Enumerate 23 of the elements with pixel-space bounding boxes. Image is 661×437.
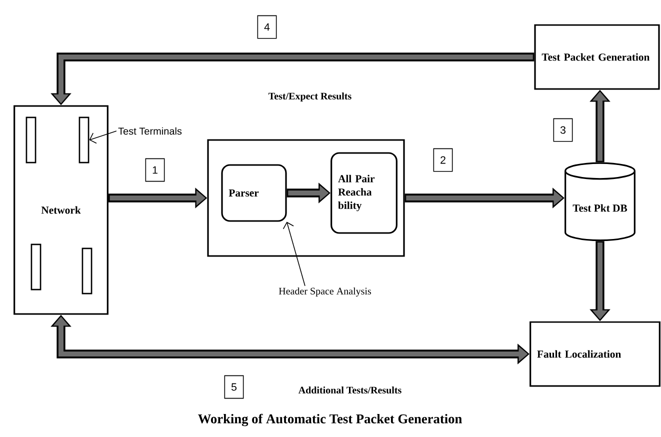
terminal-bar — [26, 116, 36, 164]
process-box: Test Packet Generation — [534, 24, 660, 90]
callout-number: 5 — [224, 375, 244, 399]
process-box: Parser — [221, 164, 287, 222]
terminal-bar — [78, 116, 90, 164]
callout-number: 4 — [257, 15, 277, 39]
terminal-bar — [82, 248, 92, 294]
callout-text: Test Terminals — [118, 127, 182, 135]
leader-line — [282, 222, 306, 286]
caption: Working of Automatic Test Packet Generation — [198, 414, 462, 426]
leader-line — [89, 130, 117, 144]
callout-number: 3 — [553, 118, 573, 142]
network-box: Network — [14, 105, 108, 315]
callout-number: 1 — [145, 158, 165, 182]
analysis-box — [207, 139, 405, 257]
terminal-bar — [30, 244, 42, 290]
database-cylinder: Test Pkt DB — [564, 162, 636, 242]
callout-text: Header Space Analysis — [278, 287, 372, 297]
flow-label: Additional Tests/Results — [298, 386, 402, 394]
process-box: Fault Localization — [530, 321, 660, 387]
flow-label: Test/Expect Results — [268, 92, 352, 102]
callout-number: 2 — [433, 148, 453, 172]
process-box: All Pair Reacha bility — [330, 152, 398, 234]
